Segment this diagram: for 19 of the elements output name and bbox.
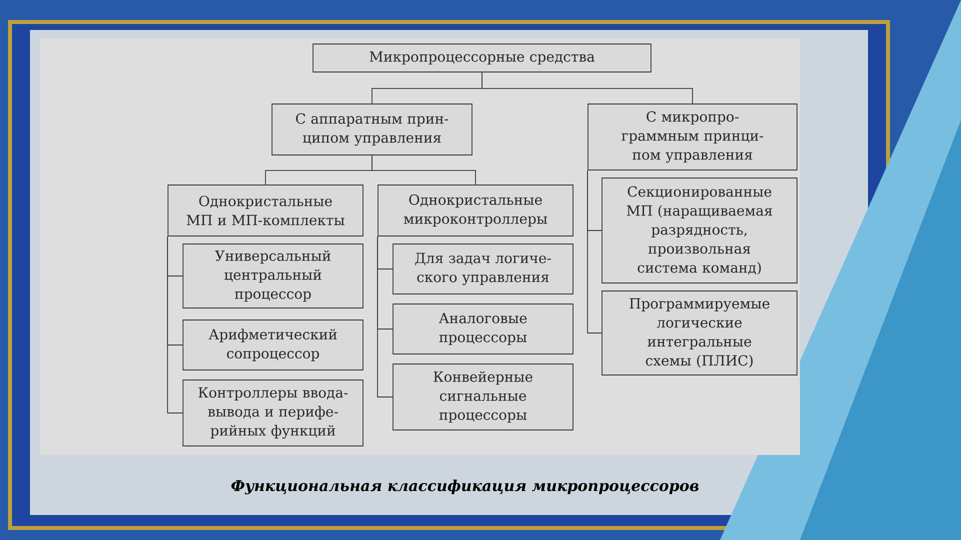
- category-box: С микропро- граммным принци- пом управления: [588, 104, 798, 170]
- category-box: Арифметический сопроцессор: [182, 320, 364, 370]
- category-box: Программируемые логические интегральные схемы (ПЛИС): [602, 290, 798, 376]
- category-box: Конвейерные сигнальные процессоры: [392, 364, 574, 430]
- category-box: Аналоговые процессоры: [392, 304, 574, 354]
- connector-line: [587, 170, 602, 334]
- category-box: Универсальный центральный процессор: [182, 244, 364, 308]
- connector-line: [372, 155, 476, 185]
- category-box: Секционированные МП (наращиваемая разрядность, произвольная система команд): [602, 178, 798, 284]
- category-box: Однокристальные МП и МП-комплекты: [168, 184, 364, 236]
- connector-line: [482, 72, 693, 104]
- caption: Функциональная классификация микропроцессоров: [231, 480, 699, 494]
- category-box: Микропроцессорные средства: [312, 44, 652, 72]
- category-box: Контроллеры ввода- вывода и перифе- рийных функций: [182, 380, 364, 446]
- category-box: Для задач логиче- ского управления: [392, 244, 574, 294]
- connector-line: [167, 236, 183, 414]
- connector-line: [377, 236, 393, 398]
- category-box: Однокристальные микроконтроллеры: [378, 184, 574, 236]
- category-box: С аппаратным прин- ципом управления: [272, 104, 472, 156]
